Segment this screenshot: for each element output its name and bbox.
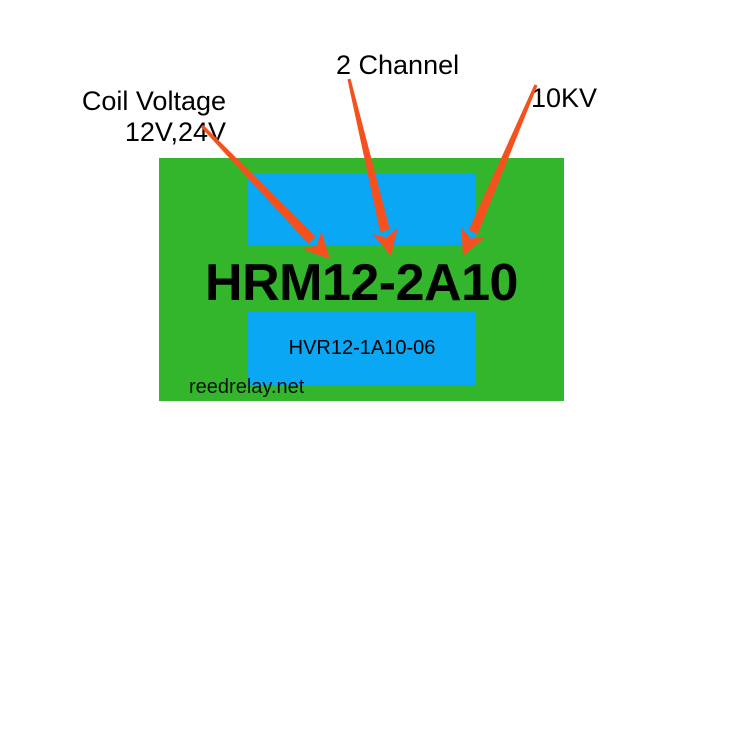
sub-part-number-label: HVR12-1A10-06 (288, 337, 436, 359)
relay-window-top (248, 173, 476, 245)
callout-channel-count-line1: 2 Channel (336, 50, 460, 80)
callout-coil-voltage-line1: Coil Voltage (81, 86, 226, 116)
callout-voltage-rating-line1: 10KV (531, 83, 598, 113)
part-number-label: HRM12-2A10 (205, 254, 518, 312)
watermark-label: reedrelay.net (189, 376, 305, 398)
relay-body: HRM12-2A10 HVR12-1A10-06 reedrelay.net (159, 158, 564, 401)
callout-coil-voltage-line2: 12V,24V (124, 117, 226, 147)
callout-coil-voltage: Coil Voltage 12V,24V (66, 86, 226, 148)
relay-window-bottom (248, 311, 476, 385)
callout-voltage-rating: 10KV (531, 83, 597, 114)
callout-channel-count: 2 Channel (336, 50, 459, 81)
